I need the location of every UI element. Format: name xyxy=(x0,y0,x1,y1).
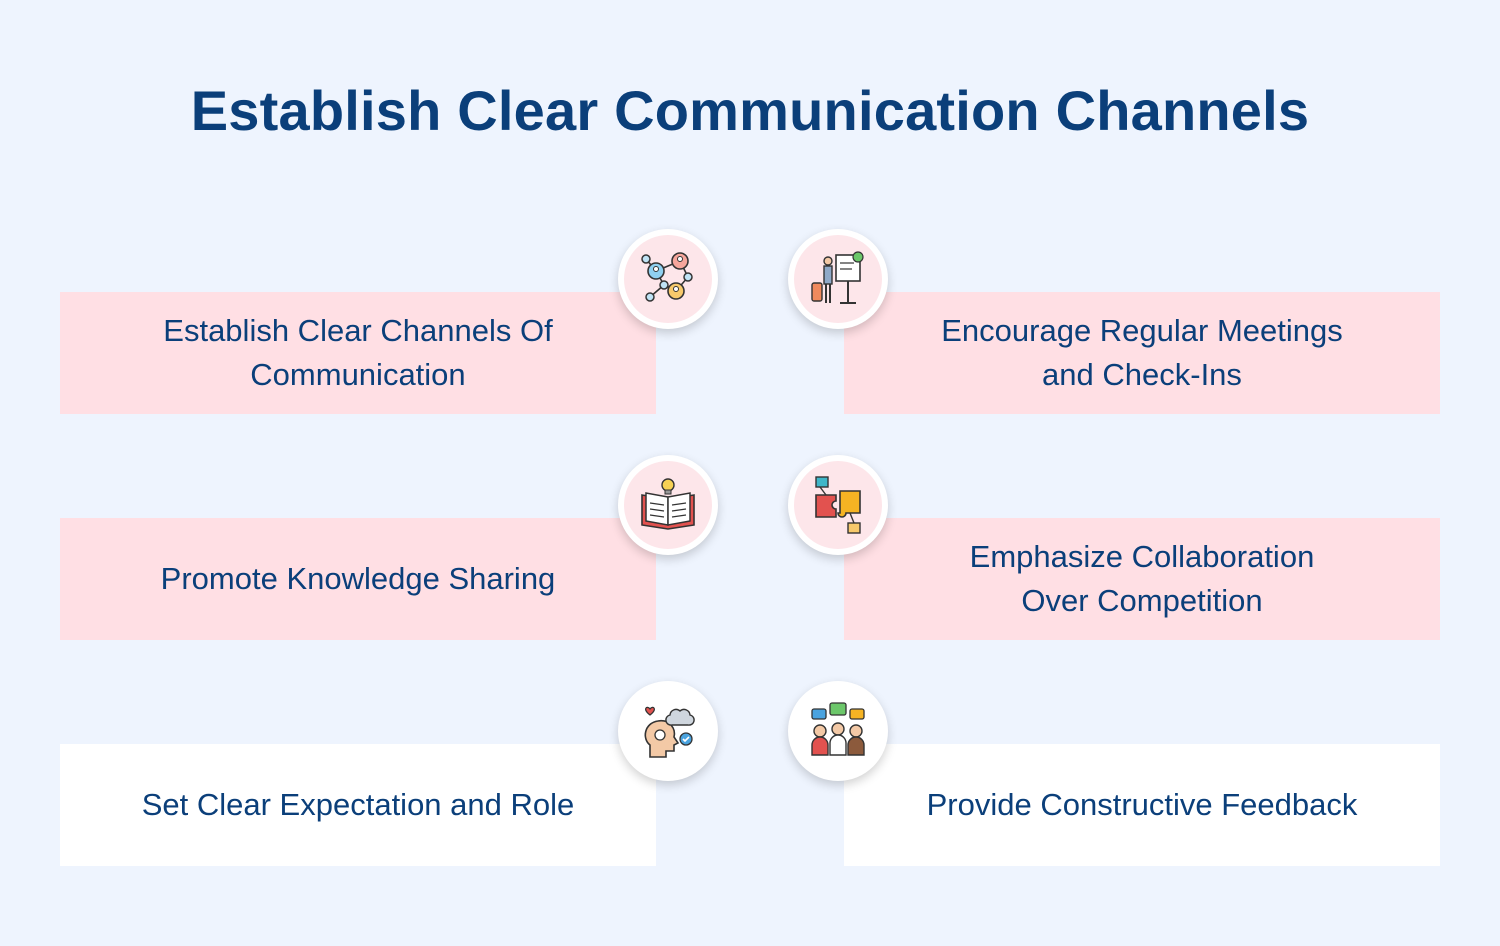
card-feedback: Provide Constructive Feedback xyxy=(844,744,1440,866)
card-label: Establish Clear Channels Of Communicatio… xyxy=(163,313,553,392)
card-collaboration: Emphasize Collaboration Over Competition xyxy=(844,518,1440,640)
card-label: Emphasize Collaboration Over Competition xyxy=(969,539,1315,618)
card-knowledge-sharing: Promote Knowledge Sharing xyxy=(60,518,656,640)
meeting-presentation-icon xyxy=(788,229,888,329)
card-label: Promote Knowledge Sharing xyxy=(160,561,556,596)
book-lightbulb-icon xyxy=(618,455,718,555)
puzzle-hands-icon xyxy=(788,455,888,555)
page-title: Establish Clear Communication Channels xyxy=(190,79,1310,142)
card-establish-channels: Establish Clear Channels Of Communicatio… xyxy=(60,292,656,414)
card-label: Encourage Regular Meetings and Check-Ins xyxy=(941,313,1343,392)
card-expectation-role: Set Clear Expectation and Role xyxy=(60,744,656,866)
card-label: Set Clear Expectation and Role xyxy=(141,787,575,822)
head-thoughts-icon xyxy=(618,681,718,781)
card-label: Provide Constructive Feedback xyxy=(926,787,1358,822)
network-people-icon xyxy=(618,229,718,329)
team-chat-icon xyxy=(788,681,888,781)
card-regular-meetings: Encourage Regular Meetings and Check-Ins xyxy=(844,292,1440,414)
